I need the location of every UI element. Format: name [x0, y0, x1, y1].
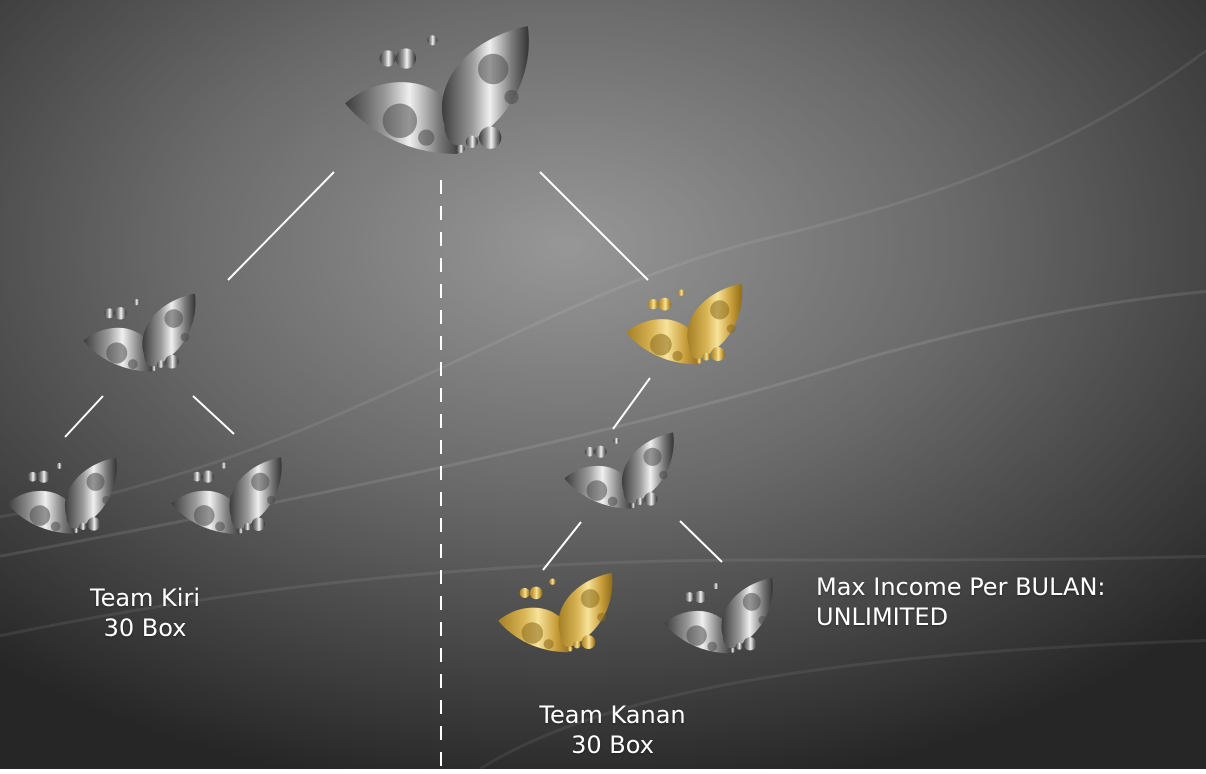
wing-spot: [29, 505, 51, 526]
wing-spot: [742, 592, 761, 611]
wing-spot: [215, 521, 225, 532]
wing-spot: [418, 129, 435, 146]
wing-spot: [266, 495, 276, 505]
wing-spot: [659, 470, 668, 480]
butterfly-logo-icon: [664, 577, 773, 654]
wing-spot: [726, 324, 736, 334]
butterfly-logo-icon: [345, 26, 529, 154]
connector-lines: [64, 171, 723, 571]
wing-spot: [382, 103, 418, 139]
team-kanan-count: 30 Box: [571, 731, 654, 759]
wing-spot: [106, 342, 128, 364]
wing-spot: [193, 505, 215, 526]
wing-spot: [164, 309, 184, 328]
wing-spot: [710, 300, 730, 320]
wing-spot: [580, 589, 600, 608]
team-kanan-title: Team Kanan: [539, 701, 686, 729]
wing-spot: [758, 615, 767, 625]
max-income-value: UNLIMITED: [816, 603, 949, 631]
decor-curve: [0, 48, 1206, 519]
connector-root-left: [227, 171, 335, 281]
team-kanan-label: Team Kanan 30 Box: [470, 700, 755, 760]
connector-right-ggc1: [542, 521, 582, 571]
connector-right-ggc2: [679, 520, 723, 563]
team-kiri-count: 30 Box: [103, 614, 187, 642]
wing-spot: [707, 641, 717, 652]
wing-spot: [180, 332, 190, 342]
wing-spot: [643, 447, 662, 466]
wing-spot: [607, 496, 618, 507]
connector-root-right: [539, 171, 649, 281]
decor-curve: [0, 554, 1206, 638]
wing-spot: [251, 472, 270, 491]
connector-left-gc1: [64, 395, 104, 438]
butterfly-logo-icon: [83, 293, 196, 372]
connector-left-gc2: [192, 395, 235, 435]
butterfly-logo-icon: [171, 457, 282, 534]
wing-spot: [504, 89, 519, 105]
connector-right-gc: [612, 377, 651, 430]
butterfly-logo-icon: [564, 432, 674, 509]
max-income-label: Max Income Per BULAN: UNLIMITED: [816, 572, 1206, 632]
wing-spot: [102, 495, 111, 505]
wing-spot: [686, 625, 707, 646]
wing-spot: [50, 521, 61, 532]
wing-spot: [586, 480, 608, 501]
wing-spot: [477, 53, 509, 85]
wing-spot: [672, 350, 683, 362]
wing-spot: [543, 639, 554, 650]
butterfly-logo-icon: [7, 457, 117, 534]
max-income-title: Max Income Per BULAN:: [816, 573, 1106, 601]
butterfly-logo-icon: [498, 572, 613, 653]
wing-spot: [649, 333, 672, 356]
wing-spot: [597, 612, 606, 622]
wing-spot: [127, 359, 138, 370]
wing-spot: [86, 472, 105, 491]
team-kiri-title: Team Kiri: [89, 584, 200, 612]
decor-curve: [479, 638, 1206, 771]
team-kiri-label: Team Kiri 30 Box: [40, 583, 250, 643]
wing-spot: [521, 622, 543, 644]
butterfly-logo-icon: [626, 283, 743, 365]
